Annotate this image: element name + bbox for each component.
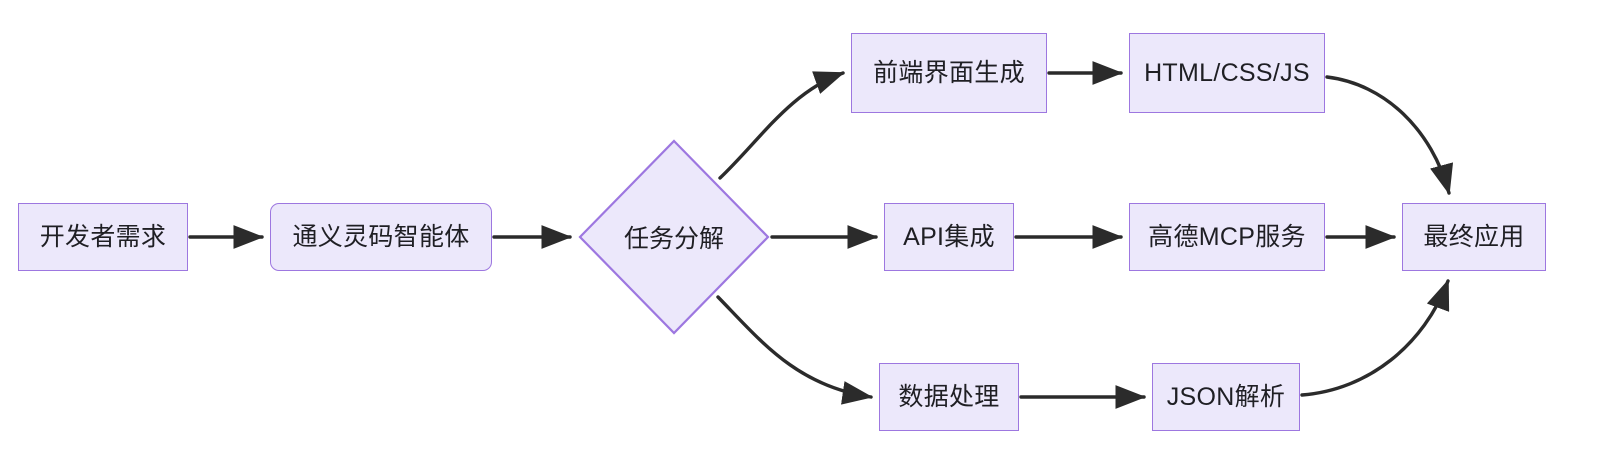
edge-n5-n10 (1325, 75, 1454, 195)
node-label: 开发者需求 (39, 222, 167, 251)
node-html-css-js[interactable]: HTML/CSS/JS (1129, 33, 1325, 113)
node-task-decomposition[interactable]: 任务分解 (578, 139, 770, 335)
node-api-integration[interactable]: API集成 (884, 203, 1014, 271)
node-amap-mcp-service[interactable]: 高德MCP服务 (1129, 203, 1325, 271)
node-label: 任务分解 (623, 225, 724, 253)
node-label: 最终应用 (1423, 222, 1525, 251)
node-label: API集成 (903, 222, 995, 251)
node-data-processing[interactable]: 数据处理 (879, 363, 1019, 431)
node-label: JSON解析 (1166, 382, 1286, 411)
diamond-shape-icon (578, 139, 770, 335)
node-tongyi-lingma-agent[interactable]: 通义灵码智能体 (270, 203, 492, 271)
node-json-parsing[interactable]: JSON解析 (1152, 363, 1300, 431)
node-final-application[interactable]: 最终应用 (1402, 203, 1546, 271)
edge-n9-n10 (1300, 279, 1450, 397)
node-label: 前端界面生成 (873, 58, 1025, 87)
node-label: 数据处理 (898, 382, 1000, 411)
node-label-wrapper: 任务分解 (578, 139, 770, 335)
node-frontend-ui-generation[interactable]: 前端界面生成 (851, 33, 1047, 113)
node-label: 高德MCP服务 (1148, 222, 1306, 251)
node-label: HTML/CSS/JS (1144, 58, 1310, 87)
node-label: 通义灵码智能体 (292, 222, 470, 251)
node-developer-requirements[interactable]: 开发者需求 (18, 203, 188, 271)
